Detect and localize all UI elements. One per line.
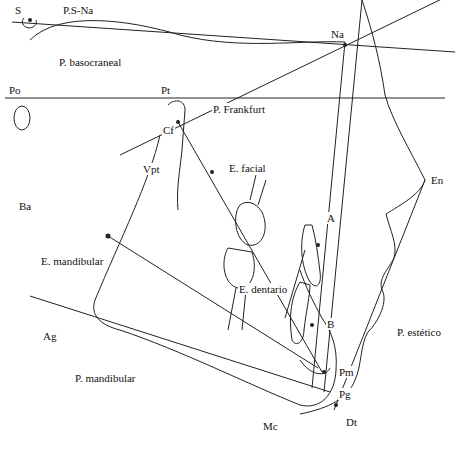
pt-point	[176, 120, 180, 124]
frankfort-plane	[5, 98, 445, 99]
point-label: P. Frankfurt	[212, 103, 266, 115]
point-label: Pm	[338, 366, 355, 378]
point-label: Dt	[345, 416, 358, 428]
upper-molar	[236, 202, 266, 245]
point-label: P. mandibular	[74, 372, 137, 384]
point-label: E. mandibular	[40, 255, 104, 267]
point-label: Ba	[18, 200, 32, 212]
facial-plane	[312, 42, 345, 388]
point-label: B	[326, 318, 335, 330]
lower-incisor	[290, 282, 310, 344]
point-label: En	[430, 174, 444, 186]
dt-point	[334, 403, 338, 407]
sella-turcica	[22, 18, 36, 28]
gonion-point	[106, 234, 111, 239]
cranial-base	[30, 21, 345, 44]
point-label: Pg	[338, 388, 352, 400]
sella-nasion-plane	[12, 22, 455, 52]
b-point	[310, 323, 314, 327]
aesthetic-plane	[334, 180, 425, 410]
facial-axis-point	[210, 170, 214, 174]
point-label: Po	[8, 84, 22, 96]
nasion-point	[343, 43, 347, 47]
point-label: E. facial	[228, 162, 267, 174]
point-label: S	[14, 4, 22, 16]
point-label: Pt	[160, 84, 171, 96]
mandibular-plane	[30, 296, 330, 392]
point-label: Vpt	[142, 163, 161, 175]
point-label: Mc	[262, 420, 279, 432]
pm-point	[322, 370, 326, 374]
symphysis	[300, 270, 322, 318]
chin-bone	[300, 360, 330, 374]
point-label: Ag	[42, 330, 57, 342]
point-label: P. estético	[396, 326, 442, 338]
point-label: Na	[330, 28, 345, 40]
pterygoid-fissure	[168, 101, 185, 210]
mandible-outline	[94, 135, 337, 406]
point-label: A	[326, 212, 336, 224]
upper-molar-roots	[250, 175, 266, 205]
upper-incisor	[302, 225, 321, 286]
facial-axis	[178, 122, 322, 372]
point-label: P.S-Na	[62, 4, 94, 16]
point-label: E. dentario	[238, 283, 288, 295]
soft-tissue-profile	[300, 0, 425, 414]
mandibular-axis	[108, 236, 318, 368]
sella-point	[28, 18, 32, 22]
a-point	[316, 243, 320, 247]
ear-rod	[14, 106, 30, 130]
point-label: P. basocraneal	[58, 56, 122, 68]
point-label: Cf	[162, 124, 175, 136]
